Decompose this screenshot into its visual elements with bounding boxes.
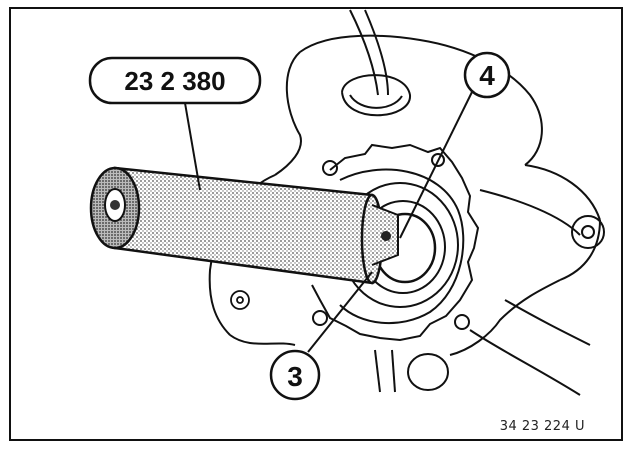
tool-number-text: 23 2 380	[124, 66, 225, 96]
lower-boss	[374, 349, 449, 393]
leader-callout-4	[399, 91, 473, 239]
callout-3: 3	[269, 349, 321, 401]
housing-mark	[230, 290, 250, 310]
leader-lines	[184, 91, 473, 353]
top-cable	[349, 9, 389, 96]
callout-4-number: 4	[479, 60, 495, 91]
special-tool	[89, 166, 399, 285]
figure-code: 34 23 224 U	[500, 419, 585, 434]
callout-3-number: 3	[287, 361, 303, 392]
callout-4: 4	[463, 51, 511, 99]
leader-tool-label	[184, 102, 201, 191]
leader-callout-3	[307, 271, 373, 353]
upper-mount	[341, 74, 412, 117]
tool-number-label: 23 2 380	[88, 56, 262, 105]
side-bolt	[571, 215, 605, 249]
